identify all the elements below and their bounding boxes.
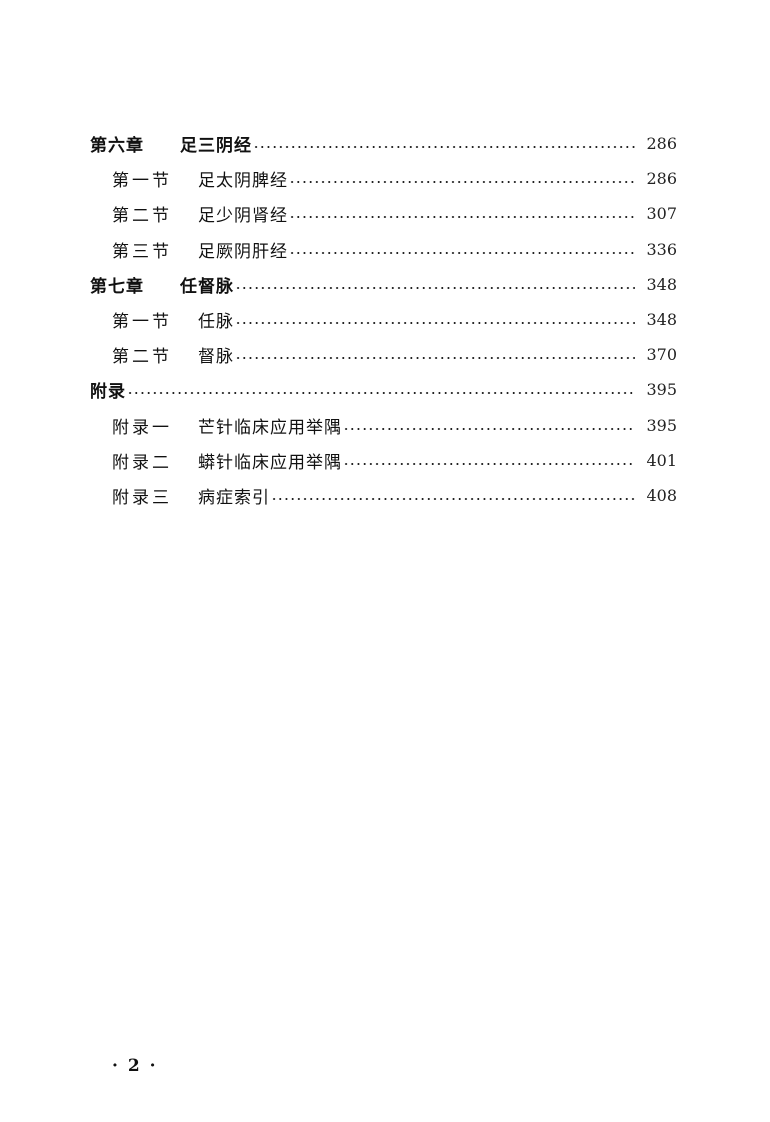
toc-page-number: 348 <box>646 274 677 294</box>
toc-page-number: 348 <box>646 310 677 330</box>
leader-dots <box>253 135 635 152</box>
toc-title: 任督脉 <box>180 276 234 297</box>
toc-page-number: 286 <box>646 169 677 189</box>
leader-dots <box>235 346 635 363</box>
table-of-contents: 第六章 足三阴经 286 第一节 足太阴脾经 286 第二节 足少阴肾经 307… <box>90 126 677 513</box>
toc-page-number: 286 <box>646 134 677 154</box>
leader-dots <box>343 417 635 434</box>
leader-dots <box>271 487 635 504</box>
toc-title: 任脉 <box>198 312 234 333</box>
toc-label: 附录二 <box>112 452 172 473</box>
toc-label: 第六章 <box>90 136 144 157</box>
toc-page-number: 395 <box>646 380 677 400</box>
leader-dots <box>289 205 635 222</box>
toc-appendix-item[interactable]: 附录一 芒针临床应用举隅 395 <box>90 408 677 443</box>
toc-title: 蟒针临床应用举隅 <box>198 452 342 473</box>
toc-label: 第一节 <box>112 312 172 333</box>
toc-chapter-6[interactable]: 第六章 足三阴经 286 <box>90 126 677 161</box>
toc-label: 第三节 <box>112 241 172 262</box>
toc-title: 芒针临床应用举隅 <box>198 417 342 438</box>
toc-title: 病症索引 <box>198 487 270 508</box>
toc-page-number: 307 <box>646 204 677 224</box>
toc-title: 足少阴肾经 <box>198 206 288 227</box>
toc-label: 附录三 <box>112 487 172 508</box>
toc-label: 第二节 <box>112 206 172 227</box>
toc-title: 足太阴脾经 <box>198 171 288 192</box>
toc-page-number: 336 <box>646 239 677 259</box>
toc-section[interactable]: 第二节 足少阴肾经 307 <box>90 196 677 231</box>
toc-appendix-item[interactable]: 附录二 蟒针临床应用举隅 401 <box>90 443 677 478</box>
toc-appendix[interactable]: 附录 395 <box>90 372 677 407</box>
toc-title: 足三阴经 <box>180 136 252 157</box>
toc-page-number: 401 <box>646 450 677 470</box>
page-folio: · 2 · <box>112 1056 158 1076</box>
toc-label: 第七章 <box>90 276 144 297</box>
leader-dots <box>235 276 635 293</box>
toc-section[interactable]: 第三节 足厥阴肝经 336 <box>90 232 677 267</box>
toc-label: 第二节 <box>112 347 172 368</box>
toc-section[interactable]: 第二节 督脉 370 <box>90 337 677 372</box>
leader-dots <box>235 311 635 328</box>
leader-dots <box>289 241 635 258</box>
toc-label: 第一节 <box>112 171 172 192</box>
leader-dots <box>343 452 635 469</box>
leader-dots <box>127 381 635 398</box>
toc-page-number: 370 <box>646 345 677 365</box>
toc-appendix-item[interactable]: 附录三 病症索引 408 <box>90 478 677 513</box>
toc-page-number: 395 <box>646 415 677 435</box>
toc-title: 督脉 <box>198 347 234 368</box>
toc-section[interactable]: 第一节 任脉 348 <box>90 302 677 337</box>
toc-label: 附录 <box>90 382 126 403</box>
toc-chapter-7[interactable]: 第七章 任督脉 348 <box>90 267 677 302</box>
toc-label: 附录一 <box>112 417 172 438</box>
toc-page-number: 408 <box>646 485 677 505</box>
toc-section[interactable]: 第一节 足太阴脾经 286 <box>90 161 677 196</box>
leader-dots <box>289 170 635 187</box>
toc-title: 足厥阴肝经 <box>198 241 288 262</box>
